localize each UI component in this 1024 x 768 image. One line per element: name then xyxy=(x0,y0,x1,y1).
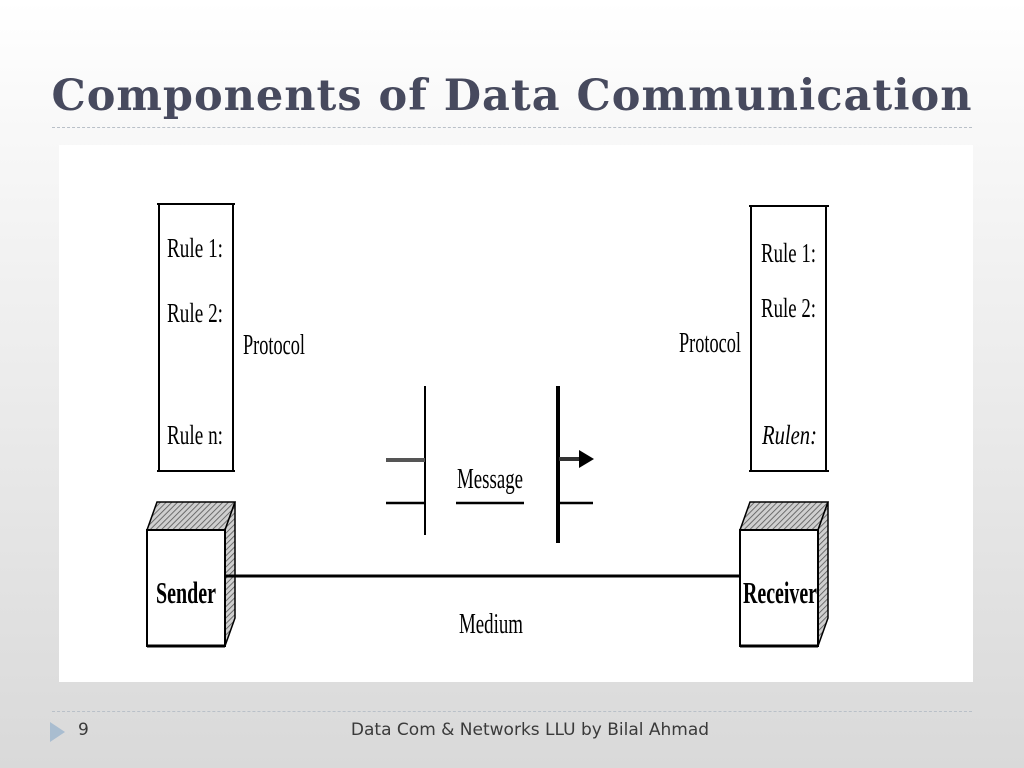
receiver-label: Receiver xyxy=(743,575,817,610)
medium-label: Medium xyxy=(459,609,523,640)
sender-rule-n: Rule n: xyxy=(167,420,223,450)
data-communication-diagram: Rule 1: Rule 2: Rule n: Protocol Rule 1:… xyxy=(145,203,830,648)
receiver-box xyxy=(738,501,830,648)
slide-title: Components of Data Communication xyxy=(51,71,973,121)
receiver-protocol-label: Protocol xyxy=(679,328,741,359)
sender-label: Sender xyxy=(156,575,216,610)
receiver-protocol-bracket xyxy=(749,205,829,472)
triangle-right-icon xyxy=(50,722,65,742)
sender-box xyxy=(145,501,237,648)
sender-protocol-label: Protocol xyxy=(243,330,305,361)
arrow-right-icon xyxy=(559,450,594,468)
receiver-rule-1: Rule 1: xyxy=(761,238,816,268)
footer-text: Data Com & Networks LLU by Bilal Ahmad xyxy=(350,720,710,740)
receiver-rule-2: Rule 2: xyxy=(761,293,816,323)
title-divider xyxy=(52,127,972,128)
footer-divider xyxy=(52,711,972,712)
sender-rule-2: Rule 2: xyxy=(167,298,223,328)
sender-rule-1: Rule 1: xyxy=(167,233,223,263)
page-number: 9 xyxy=(78,720,89,740)
receiver-rule-n: Rulen: xyxy=(761,420,817,450)
message-symbol xyxy=(386,386,593,543)
sender-protocol-bracket xyxy=(157,203,235,472)
diagram-panel: Rule 1: Rule 2: Rule n: Protocol Rule 1:… xyxy=(59,145,973,682)
message-label: Message xyxy=(457,464,523,495)
